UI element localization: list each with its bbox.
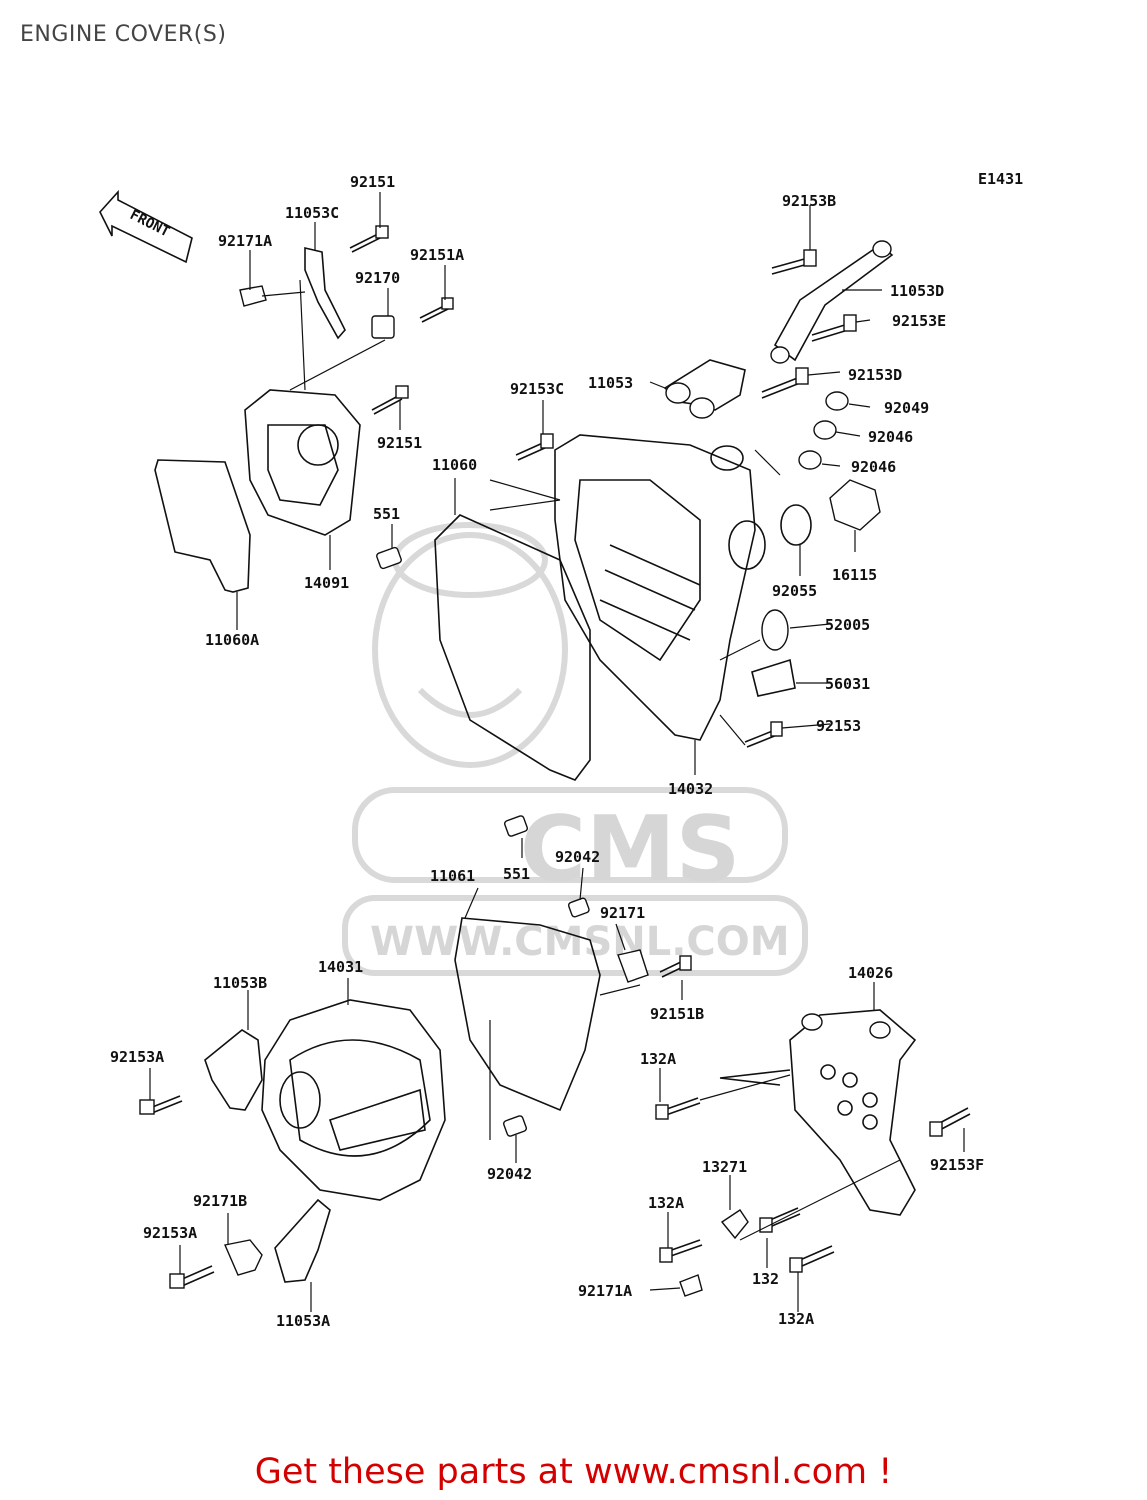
label-11053: 11053 <box>588 374 633 392</box>
label-11060: 11060 <box>432 456 477 474</box>
label-92151A: 92151A <box>410 246 464 264</box>
label-92171B: 92171B <box>193 1192 247 1210</box>
label-551-bot: 551 <box>503 865 530 883</box>
label-52005: 52005 <box>825 616 870 634</box>
oring-92055 <box>780 504 812 546</box>
main-cover-assembly <box>434 205 894 858</box>
dowel-551-top <box>376 546 402 570</box>
diagram-code: E1431 <box>978 170 1023 188</box>
label-92153A-top: 92153A <box>110 1048 164 1066</box>
plate-13271 <box>720 1209 749 1240</box>
label-plate-56031 <box>751 658 796 697</box>
dowel-551-bot <box>504 815 528 837</box>
label-92171: 92171 <box>600 904 645 922</box>
label-92153B: 92153B <box>782 192 836 210</box>
cover-14091 <box>244 389 361 536</box>
label-132A-c: 132A <box>778 1310 814 1328</box>
bracket-11053D <box>773 243 894 362</box>
label-92170: 92170 <box>355 269 400 287</box>
seal-92046-a <box>813 420 837 440</box>
label-92055: 92055 <box>772 582 817 600</box>
bracket-11053B <box>204 1029 263 1111</box>
label-14031: 14031 <box>318 958 363 976</box>
gasket-11060A <box>154 459 251 593</box>
label-92153: 92153 <box>816 717 861 735</box>
cover-14031 <box>261 999 446 1201</box>
label-14026: 14026 <box>848 964 893 982</box>
label-11061: 11061 <box>430 867 475 885</box>
nut-92049 <box>825 391 849 411</box>
watermark: CMS WWW.CMSNL.COM <box>342 522 808 976</box>
label-92171A-top: 92171A <box>218 232 272 250</box>
label-92153D: 92153D <box>848 366 902 384</box>
label-92042-bot: 92042 <box>487 1165 532 1183</box>
dowel-92042-top <box>567 897 590 918</box>
label-11053B: 11053B <box>213 974 267 992</box>
label-11053A: 11053A <box>276 1312 330 1330</box>
clamp-92171A-bot <box>679 1274 703 1297</box>
lower-right-parts <box>649 982 971 1312</box>
dowel-92042-bot <box>503 1115 527 1137</box>
label-14032: 14032 <box>668 780 713 798</box>
seal-92046-b <box>798 450 822 470</box>
lower-left-parts <box>139 867 692 1312</box>
collar-92170 <box>371 315 395 339</box>
seal-52005 <box>761 609 789 651</box>
label-132A-b: 132A <box>648 1194 684 1212</box>
label-11053D: 11053D <box>890 282 944 300</box>
guard-14026 <box>789 1009 917 1216</box>
footer-call-to-action[interactable]: Get these parts at www.cmsnl.com ! <box>254 1452 893 1492</box>
clamp-92171A-top <box>239 285 267 307</box>
label-551-top: 551 <box>373 505 400 523</box>
front-label: FRONT <box>127 207 172 240</box>
gasket-11061 <box>454 917 601 1112</box>
label-16115: 16115 <box>832 566 877 584</box>
label-56031: 56031 <box>825 675 870 693</box>
label-92046-a: 92046 <box>868 428 913 446</box>
label-13271: 13271 <box>702 1158 747 1176</box>
label-92153F: 92153F <box>930 1156 984 1174</box>
label-92153A-bot: 92153A <box>143 1224 197 1242</box>
watermark-url: WWW.CMSNL.COM <box>370 919 790 965</box>
label-132: 132 <box>752 1270 779 1288</box>
page-title: ENGINE COVER(S) <box>20 22 227 47</box>
label-92151-mid: 92151 <box>377 434 422 452</box>
label-92042-top: 92042 <box>555 848 600 866</box>
front-arrow-icon: FRONT <box>99 189 193 264</box>
cap-16115 <box>829 479 881 531</box>
clamp-92171B <box>224 1239 263 1276</box>
upper-left-parts <box>154 192 454 630</box>
label-14091: 14091 <box>304 574 349 592</box>
label-92151-top: 92151 <box>350 173 395 191</box>
label-92153C: 92153C <box>510 380 564 398</box>
label-92049: 92049 <box>884 399 929 417</box>
clamp-92171 <box>617 949 649 983</box>
bracket-11053C <box>304 246 346 340</box>
label-132A-a: 132A <box>640 1050 676 1068</box>
label-92153E: 92153E <box>892 312 946 330</box>
label-92171A-bot: 92171A <box>578 1282 632 1300</box>
exploded-parts-diagram: CMS WWW.CMSNL.COM FRONT E1431 92151 1105… <box>99 170 1023 1330</box>
bracket-11053A <box>274 1198 331 1283</box>
label-11060A: 11060A <box>205 631 259 649</box>
label-92151B: 92151B <box>650 1005 704 1023</box>
label-11053C: 11053C <box>285 204 339 222</box>
cover-14032 <box>554 434 756 741</box>
label-92046-b: 92046 <box>851 458 896 476</box>
gasket-11060 <box>434 514 591 781</box>
watermark-brand: CMS <box>520 797 740 902</box>
